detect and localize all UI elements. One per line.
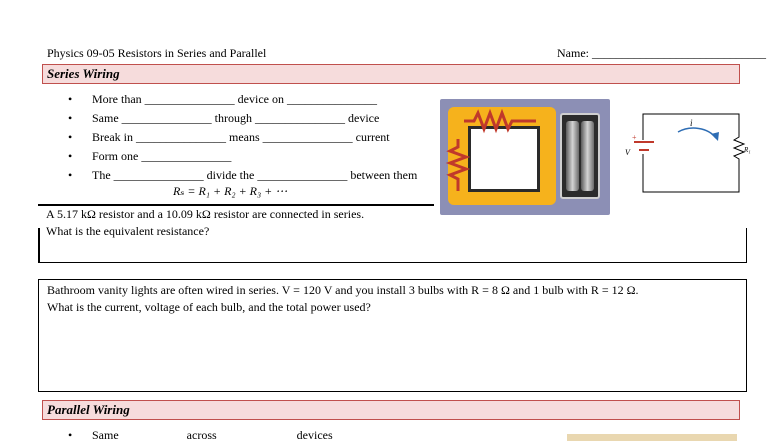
list-item: Break in _______________ means _________… xyxy=(68,128,417,147)
resistor-label: R₁ xyxy=(743,146,751,154)
series-wiring-heading-band: Series Wiring xyxy=(42,64,740,84)
parallel-wiring-heading-band: Parallel Wiring xyxy=(42,400,740,420)
fill-blank[interactable]: _______________ xyxy=(255,111,346,125)
worksheet-title: Physics 09-05 Resistors in Series and Pa… xyxy=(47,46,267,60)
question-2-box: Bathroom vanity lights are often wired i… xyxy=(38,279,747,392)
name-label: Name: xyxy=(557,46,589,60)
fill-blank[interactable]: _______________ xyxy=(144,92,235,106)
fill-blank[interactable]: _______________ xyxy=(136,130,226,144)
question-1-line-2: What is the equivalent resistance? xyxy=(46,224,210,238)
fill-blank[interactable]: _______________ xyxy=(113,168,204,182)
fill-blank[interactable]: _______________ xyxy=(286,92,377,106)
list-item: The _______________ divide the _________… xyxy=(68,166,417,185)
question-1-box: A 5.17 kΩ resistor and a 10.09 kΩ resist… xyxy=(38,204,747,263)
name-field[interactable]: Name: _____________________________ xyxy=(557,46,766,61)
question-2-line-2: What is the current, voltage of each bul… xyxy=(47,300,371,314)
parallel-wiring-heading: Parallel Wiring xyxy=(47,402,130,417)
voltage-label: V xyxy=(625,148,631,157)
list-item: Same _______________ through ___________… xyxy=(68,109,417,128)
plus-terminal-label: + xyxy=(632,133,637,142)
current-label: i xyxy=(690,118,693,128)
name-blank[interactable]: _____________________________ xyxy=(592,46,766,60)
series-bullet-list: More than _______________ device on ____… xyxy=(68,90,417,185)
snap-circuit-photo xyxy=(440,99,610,215)
resistor-zigzag-icon xyxy=(445,108,536,191)
series-circuit-diagram: + V i R₁ xyxy=(625,113,751,193)
fill-blank[interactable]: _______________ xyxy=(121,111,212,125)
fill-blank[interactable]: _______________ xyxy=(141,149,232,163)
fill-blank[interactable]: _______________ xyxy=(257,168,348,182)
question-1-line-1: A 5.17 kΩ resistor and a 10.09 kΩ resist… xyxy=(46,207,365,221)
battery-pack-icon xyxy=(560,113,600,199)
list-item: Form one _______________ xyxy=(68,147,417,166)
circuit-board-window xyxy=(468,126,540,192)
question-2-line-1: Bathroom vanity lights are often wired i… xyxy=(47,283,639,297)
series-wiring-heading: Series Wiring xyxy=(47,66,120,81)
series-resistance-formula: Rₛ = R₁ + R₂ + R₃ + ⋯ xyxy=(173,184,288,198)
list-item: More than _______________ device on ____… xyxy=(68,90,417,109)
fill-blank[interactable]: _______________ xyxy=(262,130,353,144)
parallel-circuit-photo xyxy=(567,434,737,441)
